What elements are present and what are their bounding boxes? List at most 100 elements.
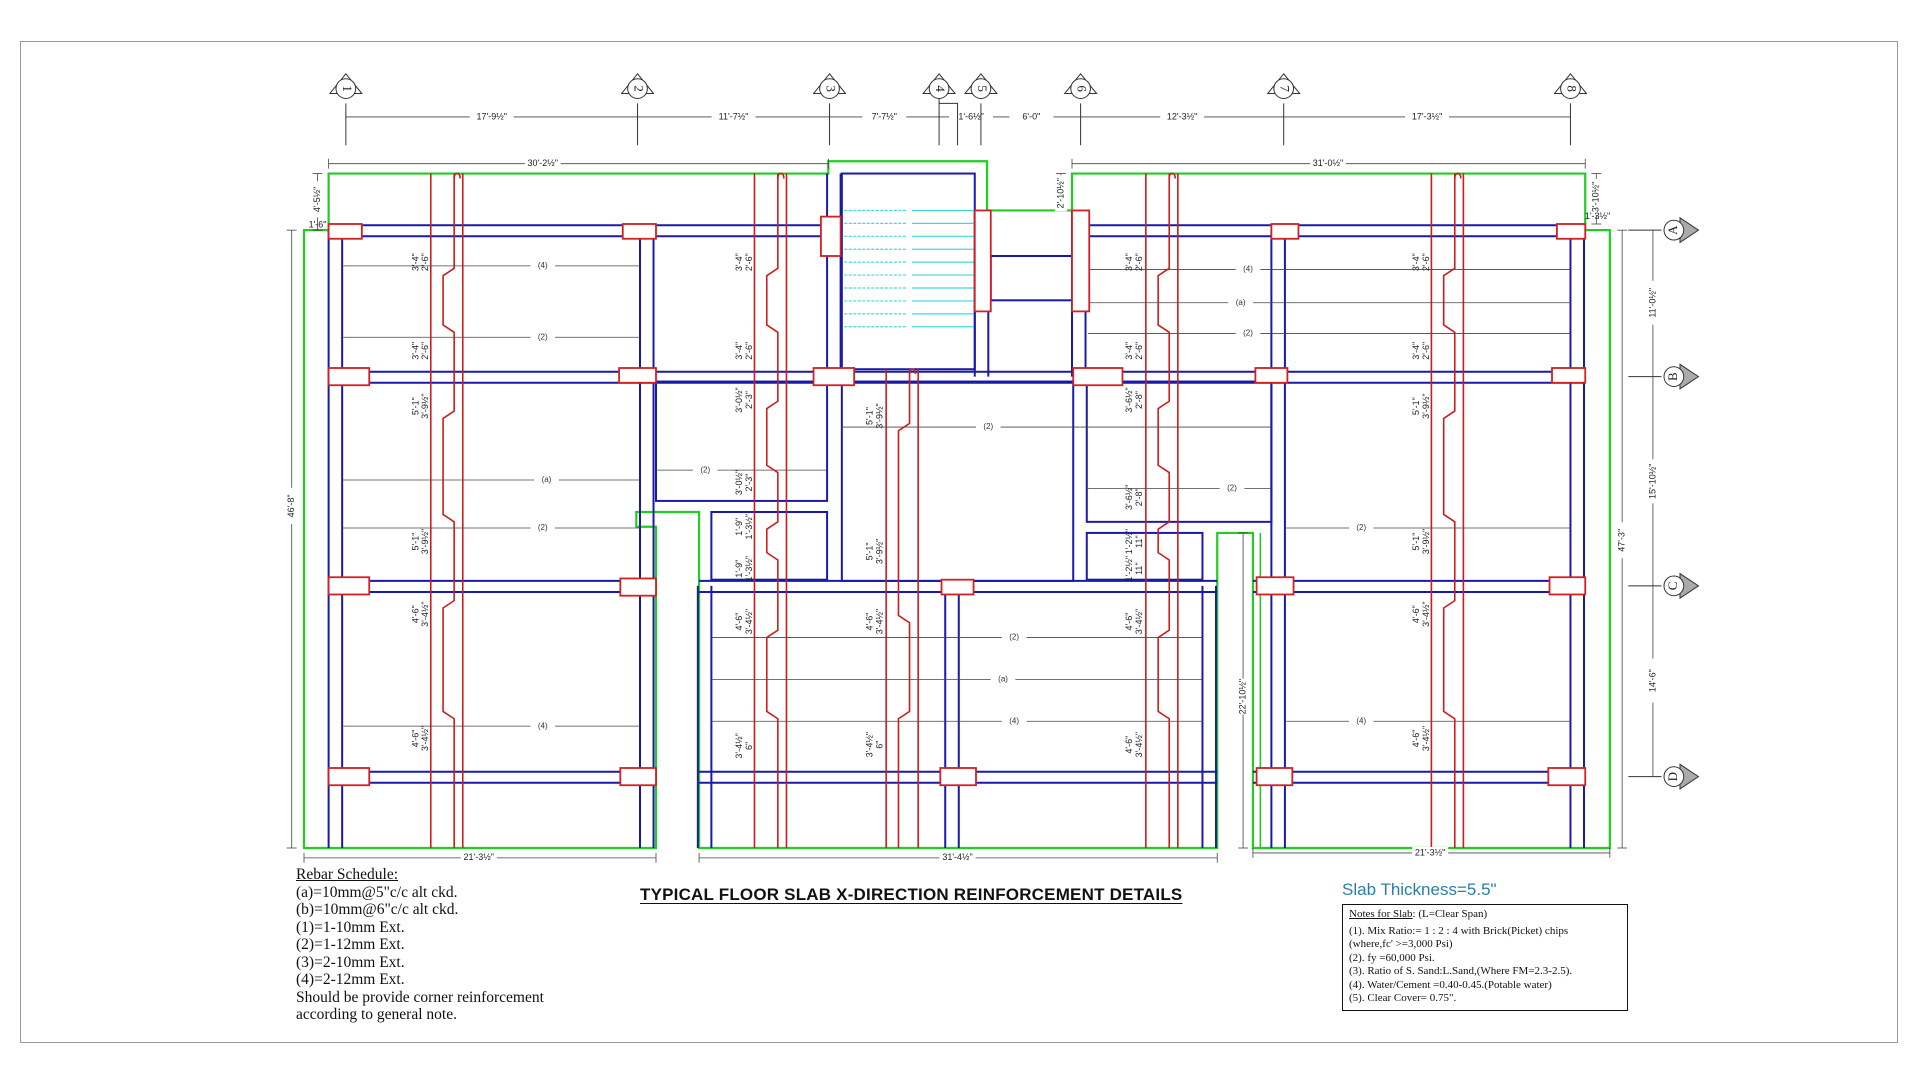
notes-heading: Notes for Slab [1349, 908, 1413, 920]
rebar-dim-label: 3'-9½" [420, 393, 430, 418]
rebar-schedule-line: Should be provide corner reinforcement [296, 988, 544, 1006]
rebar-dim-label: 4'-6" [410, 730, 420, 748]
grid-row-label: A [1665, 225, 1680, 235]
grid-spacing-label: 11'-7½" [719, 111, 749, 121]
grid-column-label: 2 [632, 85, 647, 92]
column [1072, 367, 1124, 387]
rebar-dim-label: 3'-4½" [1134, 609, 1144, 634]
rebar-dim-label: 4'-6" [1124, 613, 1134, 631]
rebar-schedule-line: (1)=1-10mm Ext. [296, 918, 405, 936]
dimension-label: 21'-3½" [1415, 847, 1445, 857]
rebar-dim-label: 2'-6" [1421, 253, 1431, 271]
rebar-dim-label: 3'-4" [1411, 253, 1421, 271]
rebar-dim-label: 1'-9" [734, 560, 744, 578]
rebar-dim-label: 3'-4" [734, 253, 744, 271]
stair-layer [844, 209, 974, 328]
column [1551, 367, 1587, 384]
rebar-dim-label: 5'-1" [1411, 533, 1421, 551]
note-line: (where,fc' >=3,000 Psi) [1349, 938, 1453, 950]
grid-bubble [819, 78, 840, 99]
rebar-dim-label: 3'-4½" [1421, 726, 1431, 751]
grid-bubble [335, 78, 357, 99]
rebar-layer [429, 172, 1465, 848]
rebar-dim-label: 5'-1" [1411, 397, 1421, 415]
column [327, 767, 371, 787]
bar-mark-label: (2) [983, 422, 993, 431]
grid-bubble [928, 78, 950, 99]
slab-panel [655, 380, 829, 502]
rebar-dim-label: 3'-4" [734, 342, 744, 360]
dimension-label: 31'-4½" [942, 852, 972, 862]
grid-column-label: 8 [1564, 85, 1579, 92]
rebar-dim-label: 4'-6" [734, 613, 744, 631]
rebar-dim-label: 4'-6" [410, 605, 420, 623]
notes-heading-row: Notes for Slab: (L=Clear Span) [1349, 908, 1622, 922]
note-line: (5). Clear Cover= 0.75". [1349, 992, 1457, 1004]
rebar-schedule-line: according to general note. [296, 1006, 457, 1023]
dimension-label: 1'-3½" [1585, 211, 1610, 221]
rebar-dim-label: 3'-4½" [744, 609, 754, 634]
rebar-dim-label: 5'-1" [410, 533, 420, 551]
column [327, 576, 371, 596]
rebar-dim-label: 3'-0½" [734, 387, 744, 412]
column [1547, 767, 1587, 787]
rebar-dim-label: 2'-6" [1134, 253, 1144, 271]
bar-mark-label: (2) [1356, 523, 1366, 532]
rebar-dim-label: 5'-1" [865, 407, 875, 425]
grid-bubble [1663, 766, 1685, 787]
rebar-dim-label: 2'-6" [1134, 342, 1144, 360]
dimension-label-bg [1412, 846, 1449, 859]
rebar-dim-label: 2'-6" [420, 253, 430, 271]
dimension-label: 21'-3½" [464, 852, 494, 862]
rebar-schedule-line: (4)=2-12mm Ext. [296, 971, 405, 988]
bar-mark-label: (2) [538, 523, 548, 532]
bar-mark-label: (4) [1009, 716, 1019, 725]
column [621, 223, 657, 240]
grid-spacing-label: 17'-9½" [476, 111, 506, 121]
slab-panel [1085, 380, 1273, 523]
grid-bubble [970, 78, 992, 99]
grid-bubble [1273, 78, 1295, 99]
dimension-label: 47'-3" [1617, 529, 1627, 552]
note-line: (1). Mix Ratio:= 1 : 2 : 4 with Brick(Pi… [1349, 924, 1569, 937]
dimension-label: 31'-0½" [1313, 158, 1343, 168]
dimension-label: 46'-8" [286, 494, 296, 517]
dimension-label-bg [1590, 178, 1603, 215]
dimension-label: 30'-2½" [528, 158, 558, 168]
grid-spacing-label: 12'-3½" [1167, 111, 1197, 121]
rebar-dim-label: 3'-4½" [874, 609, 884, 634]
grid-row-label: B [1665, 372, 1680, 381]
rebar-dim-label: 2'-6" [744, 342, 754, 360]
rebar-dim-label: 3'-4½" [420, 601, 430, 626]
grid-spacing-label-bg [1405, 110, 1450, 123]
dimension-label-bg [524, 157, 561, 170]
rebar-dim-label: 2'-3" [744, 474, 754, 492]
rebar-cranked [765, 173, 779, 848]
rebar-dim-label: 2'-6" [1421, 342, 1431, 360]
rebar-dim-label: 1'-2½" [1124, 529, 1134, 554]
slab-panel [710, 511, 829, 581]
rebar-schedule-line: (a)=10mm@5"c/c alt ckd. [296, 883, 458, 901]
grid-bubble [627, 78, 648, 99]
bar-mark-label: (2) [538, 332, 548, 341]
bar-mark-label: (4) [538, 721, 548, 730]
grid-spacing-label-bg [1646, 459, 1659, 504]
dimension-label: 4'-5½" [312, 187, 322, 212]
column [1255, 576, 1295, 596]
rebar-schedule: Rebar Schedule: (a)=10mm@5"c/c alt ckd. … [296, 866, 544, 1024]
dimension-label-bg [285, 487, 298, 524]
column-layer [327, 209, 1587, 787]
rebar-dim-label: 4'-6" [1411, 605, 1421, 623]
rebar-schedule-line: (2)=1-12mm Ext. [296, 936, 405, 953]
stair-well [840, 172, 976, 371]
dimension-label: 22'-10½" [1237, 679, 1247, 714]
slab-thickness-label: Slab Thickness=5.5" [1342, 880, 1497, 899]
bar-mark-label: (a) [998, 674, 1008, 683]
rebar-dim-label: 3'-4½" [1421, 601, 1431, 626]
column [1556, 223, 1587, 240]
rebar-dim-label: 6" [874, 741, 884, 749]
grid-column-label: 1 [340, 85, 355, 92]
rebar-dim-label: 3'-4½" [420, 726, 430, 751]
